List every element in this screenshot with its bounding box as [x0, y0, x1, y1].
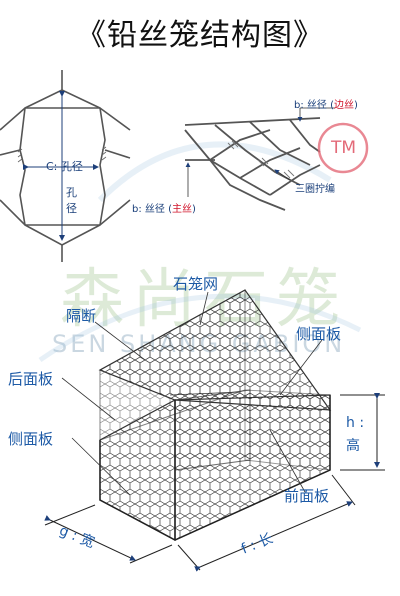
hole-vertical-char-2: 径: [66, 202, 77, 215]
mesh-right-side-panel: [244, 389, 331, 471]
box-edges: [99, 395, 331, 541]
main-wire-label: b: 丝径 (主丝): [132, 200, 196, 215]
height-word: 高: [346, 438, 360, 454]
edge-wire-red: 边丝: [333, 100, 354, 111]
twisted-mesh-section: [184, 117, 321, 211]
side-panel-left-label: 侧面板: [8, 430, 54, 448]
main-wire-prefix: b: 丝径 (: [132, 204, 172, 215]
main-wire-suffix: ): [191, 204, 196, 215]
hole-diameter-label: C: 孔径: [46, 160, 83, 173]
triple-twist-label: 三圈拧编: [295, 184, 335, 195]
dimension-lines: [44, 393, 385, 572]
stone-cage-mesh-label: 石笼网: [173, 275, 219, 293]
main-wire-red: 主丝: [171, 204, 192, 215]
side-panel-right-label: 侧面板: [296, 325, 342, 343]
edge-wire-suffix: ): [353, 100, 358, 111]
label-pointers: [61, 291, 323, 496]
triple-twist-pointer: [274, 169, 291, 181]
height-label: h :: [346, 415, 365, 431]
partition-label: 隔断: [66, 307, 97, 325]
front-panel-label: 前面板: [284, 487, 330, 505]
twist-joints: [227, 140, 295, 179]
edge-wire-label: b: 丝径 (边丝): [294, 96, 358, 111]
hexagon-twist-marks: [17, 146, 107, 163]
watermark-swoosh: [38, 141, 362, 363]
hole-vertical-char-1: 孔: [66, 186, 77, 199]
edge-wire-prefix: b: 丝径 (: [294, 100, 334, 111]
mesh-partition-panel: [174, 389, 251, 471]
trademark-text: TM: [331, 138, 357, 158]
back-panel-label: 后面板: [8, 370, 54, 388]
trademark-circle: [317, 122, 369, 174]
page-title: 《铅丝笼结构图》: [76, 18, 324, 53]
